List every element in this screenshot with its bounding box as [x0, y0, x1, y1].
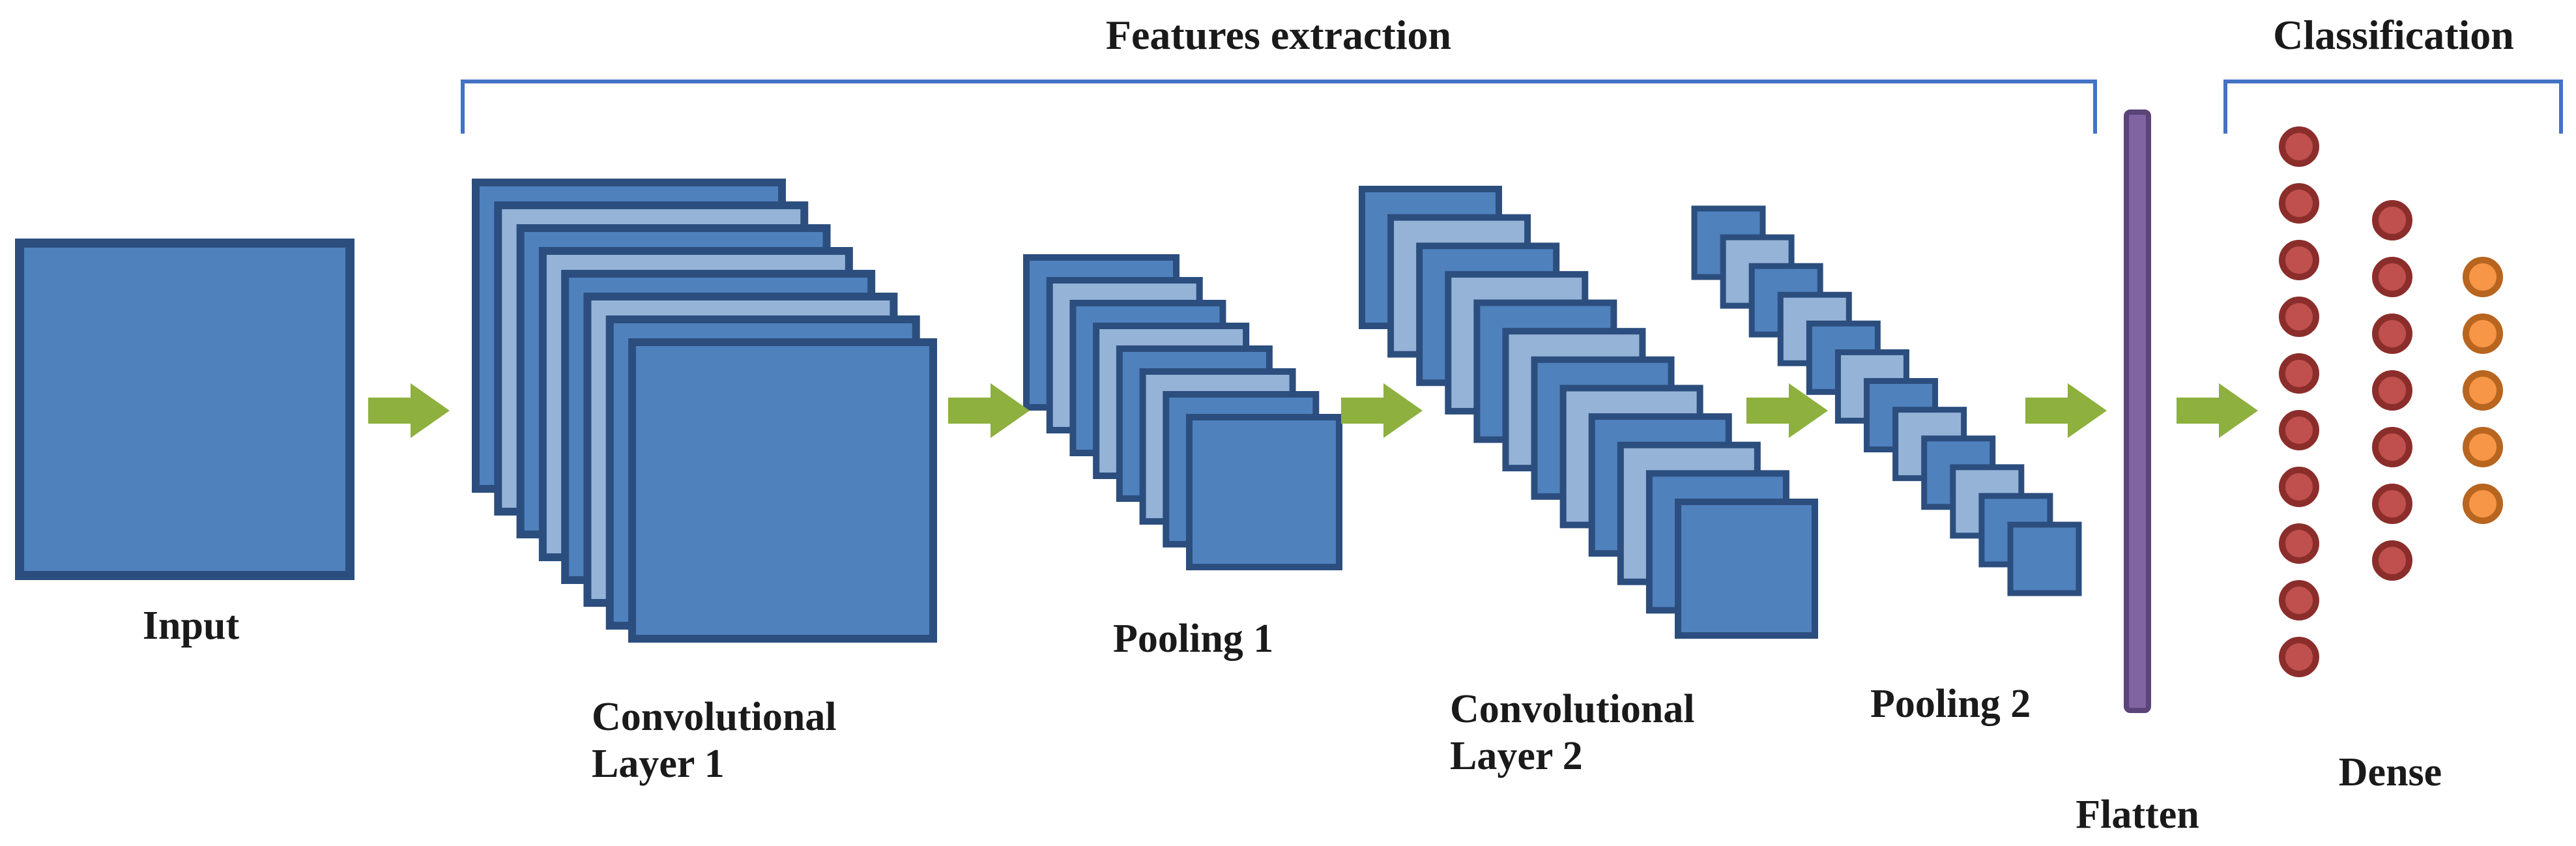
flow-arrow-icon: [2177, 383, 2258, 438]
input-label: Input: [143, 604, 240, 648]
pooling-2-feature-map: [2007, 521, 2082, 596]
flatten-layer: [2124, 109, 2151, 713]
dense-neuron: [2279, 240, 2319, 280]
features-extraction-bracket: [461, 80, 2097, 134]
conv-layer-1-label-line2: Layer 1: [592, 742, 725, 786]
dense-neuron: [2279, 410, 2319, 450]
output-neuron: [2463, 314, 2503, 354]
dense-neuron: [2372, 427, 2412, 467]
flow-arrow-icon: [1341, 383, 1423, 438]
dense-label: Dense: [2339, 750, 2442, 795]
conv-layer-1-label-line1: Convolutional: [592, 695, 837, 739]
dense-neuron: [2279, 353, 2319, 394]
classification-bracket: [2223, 80, 2563, 134]
conv-layer-2-stack: [1359, 186, 1818, 639]
dense-neuron: [2372, 484, 2412, 524]
dense-neuron: [2279, 297, 2319, 337]
conv-layer-2-label-line2: Layer 2: [1450, 734, 1583, 778]
input-image: [15, 239, 355, 580]
pooling-1-stack: [1023, 254, 1342, 570]
dense-neuron: [2279, 637, 2319, 677]
pooling-2-label: Pooling 2: [1870, 682, 2031, 726]
flow-arrow-icon: [2025, 383, 2107, 438]
output-neuron: [2463, 427, 2503, 467]
dense-neuron: [2279, 126, 2319, 167]
conv-layer-1-feature-map: [628, 338, 937, 643]
dense-neuron: [2372, 540, 2412, 581]
dense-neuron: [2279, 580, 2319, 620]
conv-layer-2-label-line1: Convolutional: [1450, 687, 1695, 731]
dense-neuron: [2372, 370, 2412, 411]
pooling-1-label: Pooling 1: [1113, 617, 1273, 661]
output-neuron: [2463, 257, 2503, 297]
dense-neuron: [2372, 257, 2412, 297]
flow-arrow-icon: [368, 383, 450, 438]
features-extraction-title: Features extraction: [1106, 12, 1451, 58]
output-neuron: [2463, 484, 2503, 524]
output-neuron: [2463, 370, 2503, 411]
dense-layers: [2279, 126, 2503, 677]
flatten-label: Flatten: [2076, 793, 2199, 837]
classification-title: Classification: [2273, 12, 2514, 58]
conv-layer-1-stack: [472, 179, 937, 643]
dense-neuron: [2372, 314, 2412, 354]
flow-arrows: [368, 383, 2258, 438]
flow-arrow-icon: [1746, 383, 1828, 438]
pooling-2-stack: [1691, 205, 2082, 596]
conv-layer-2-feature-map: [1675, 499, 1818, 639]
flow-arrow-icon: [948, 383, 1030, 438]
dense-neuron: [2279, 467, 2319, 507]
pooling-1-feature-map: [1186, 414, 1342, 570]
dense-neuron: [2372, 200, 2412, 241]
dense-neuron: [2279, 183, 2319, 224]
dense-neuron: [2279, 523, 2319, 564]
